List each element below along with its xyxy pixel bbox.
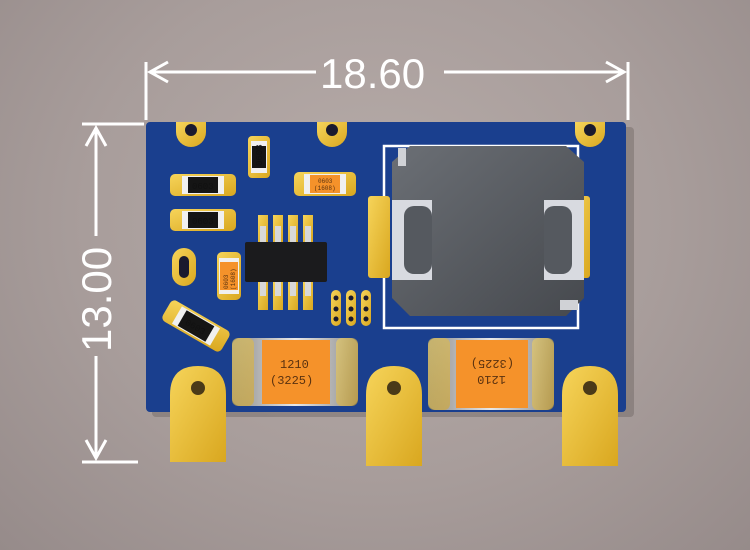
inductor: [392, 146, 584, 316]
capacitor-left2-label: 0603: [192, 217, 214, 227]
ic-chip: [245, 215, 327, 310]
pin-middle: [366, 366, 422, 466]
capacitor-small-orange: 0603 (1608): [294, 172, 356, 196]
height-dimension: [82, 122, 144, 464]
vertical-cap-code: (1608): [230, 268, 237, 290]
top-castellated-pads: [176, 122, 605, 147]
width-label: 18.60: [320, 50, 425, 97]
big-cap-right-code: (3225): [471, 356, 514, 370]
capacitor-0603-left-2: 0603: [170, 209, 236, 231]
capacitor-0603-bottom-left: 0603: [162, 300, 230, 352]
big-cap-left-code: (3225): [270, 374, 313, 388]
pin-right: [562, 366, 618, 466]
capacitor-top-label: 0603: [255, 144, 265, 166]
big-cap-left-size: 1210: [280, 358, 309, 372]
capacitor-vertical-orange: 0603 (1608): [217, 252, 241, 300]
capacitor-left1-label: 0603: [192, 182, 214, 192]
capacitor-0603-left-1: 0603: [170, 174, 236, 196]
vertical-cap-label: 0603: [223, 274, 230, 289]
pin-left: [170, 366, 226, 462]
height-label: 13.00: [73, 247, 120, 352]
small-cap-label: 0603: [318, 178, 333, 185]
capacitor-0603-top: 0603: [248, 136, 270, 178]
via-holes: [331, 290, 371, 326]
capacitor-1210-left: 1210 (3225): [232, 338, 358, 406]
big-cap-right-size: 1210: [477, 372, 506, 386]
capacitor-1210-right: 1210 (3225): [428, 338, 554, 410]
width-dimension: [144, 60, 630, 120]
small-cap-code: (1608): [314, 185, 336, 192]
